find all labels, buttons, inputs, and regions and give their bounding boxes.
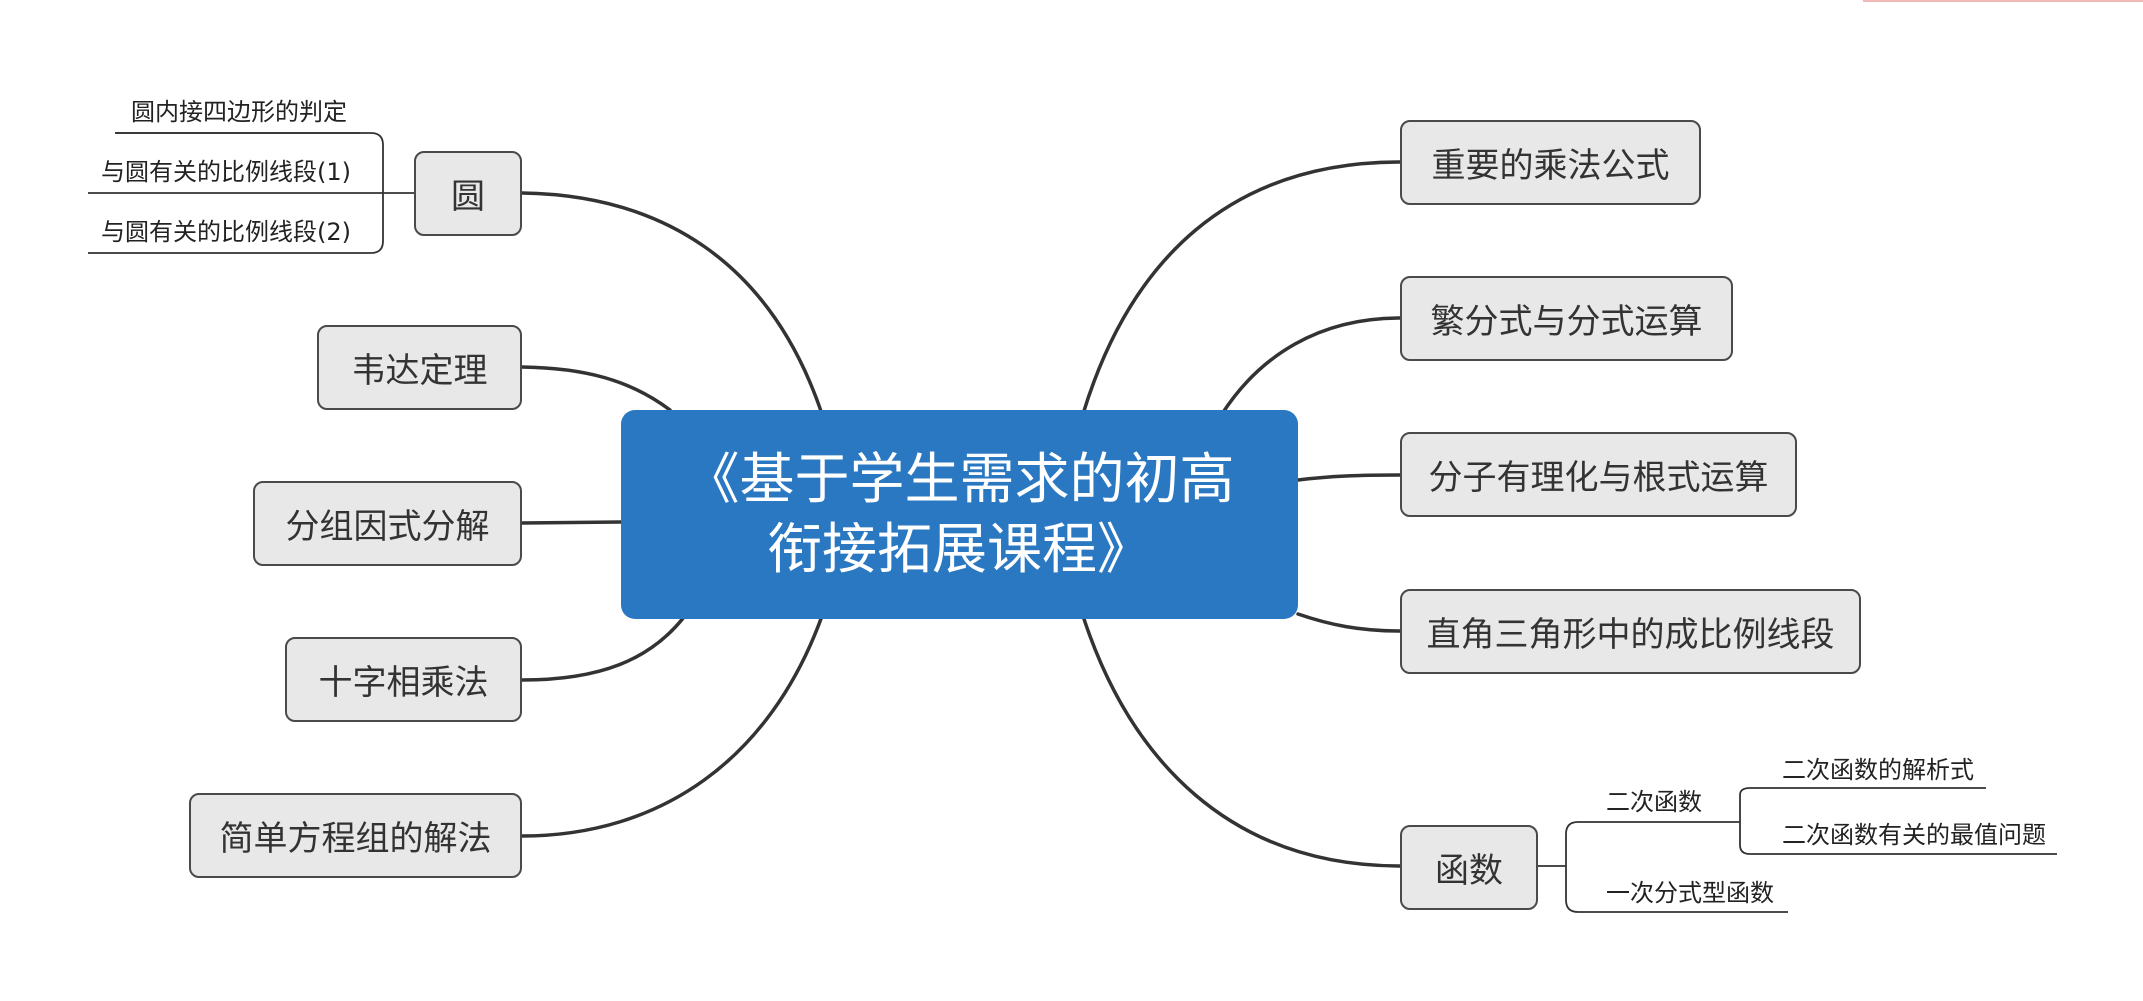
subtopic-circle-1[interactable]: 圆内接四边形的判定 — [131, 98, 347, 126]
selection-accent-strip — [1863, 0, 2143, 2]
connector-function-subtopics — [1538, 821, 1788, 913]
topic-right-triangle-proportions[interactable]: 直角三角形中的成比例线段 — [1400, 589, 1861, 674]
topic-vieta-label: 韦达定理 — [351, 351, 488, 391]
connector-circle — [520, 191, 824, 416]
central-topic-line1: 《基于学生需求的初高 — [684, 446, 1235, 511]
topic-radicals-label: 分子有理化与根式运算 — [1428, 458, 1769, 498]
connector-cross — [520, 615, 686, 682]
subtopic-quadratic-expression[interactable]: 二次函数的解析式 — [1782, 756, 1974, 784]
connector-grouping — [520, 520, 623, 525]
connector-function — [1081, 614, 1402, 868]
topic-function-label: 函数 — [1435, 851, 1503, 891]
topic-cross-multiplication[interactable]: 十字相乘法 — [285, 637, 522, 722]
connector-vieta — [520, 365, 672, 412]
topic-radicals[interactable]: 分子有理化与根式运算 — [1400, 432, 1797, 517]
topic-complex-fractions[interactable]: 繁分式与分式运算 — [1400, 276, 1733, 361]
topic-vieta[interactable]: 韦达定理 — [317, 325, 522, 410]
connector-multiplication — [1081, 160, 1402, 416]
topic-grouping-factorization[interactable]: 分组因式分解 — [253, 481, 522, 566]
central-topic-line2: 衔接拓展课程》 — [766, 516, 1152, 581]
subtopic-linear-fractional-function[interactable]: 一次分式型函数 — [1606, 879, 1774, 907]
connector-quadratic-subtopics — [1739, 787, 2057, 855]
subtopic-quadratic-function[interactable]: 二次函数 — [1606, 788, 1702, 816]
subtopic-circle-3[interactable]: 与圆有关的比例线段(2) — [101, 218, 351, 246]
topic-grouping-label: 分组因式分解 — [285, 507, 490, 547]
topic-circle[interactable]: 圆 — [414, 151, 522, 236]
topic-equation-systems[interactable]: 简单方程组的解法 — [189, 793, 522, 878]
connector-equations — [520, 614, 824, 838]
topic-cross-label: 十字相乘法 — [318, 663, 489, 703]
subtopic-circle-2[interactable]: 与圆有关的比例线段(1) — [101, 158, 351, 186]
connector-radicals — [1296, 473, 1402, 482]
topic-triangle-label: 直角三角形中的成比例线段 — [1426, 615, 1835, 655]
central-topic[interactable]: 《基于学生需求的初高 衔接拓展课程》 — [621, 410, 1298, 619]
connector-circle-subtopics — [88, 132, 414, 254]
topic-function[interactable]: 函数 — [1400, 825, 1538, 910]
topic-equations-label: 简单方程组的解法 — [219, 819, 492, 859]
connector-triangle — [1296, 612, 1402, 633]
topic-multiplication-formulas[interactable]: 重要的乘法公式 — [1400, 120, 1701, 205]
topic-multiplication-label: 重要的乘法公式 — [1431, 146, 1670, 186]
topic-circle-label: 圆 — [451, 177, 485, 217]
connector-fractions — [1220, 316, 1402, 416]
topic-fractions-label: 繁分式与分式运算 — [1430, 302, 1703, 342]
subtopic-quadratic-extremum[interactable]: 二次函数有关的最值问题 — [1782, 821, 2046, 849]
